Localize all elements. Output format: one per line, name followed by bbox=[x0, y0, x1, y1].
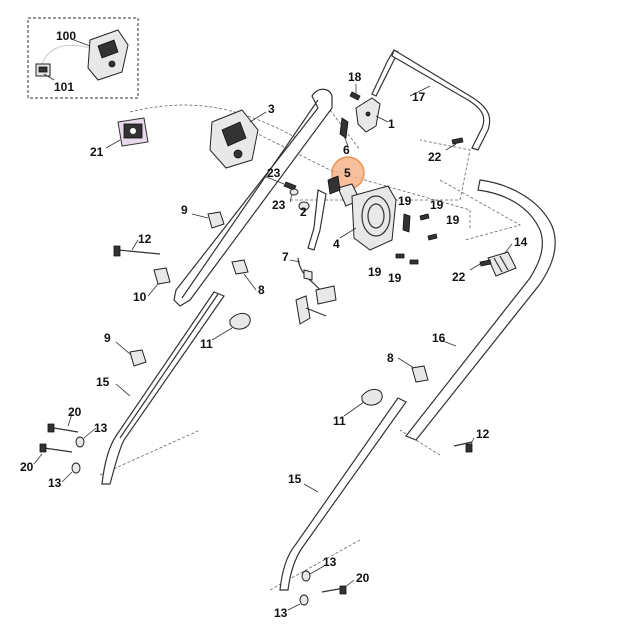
part-101-connector[interactable] bbox=[35, 63, 51, 77]
part-11-knob-lower[interactable] bbox=[361, 389, 383, 406]
label-8-upper: 8 bbox=[258, 283, 265, 297]
label-17: 17 bbox=[412, 90, 426, 104]
upper-left-handle[interactable] bbox=[173, 88, 333, 307]
label-15-right: 15 bbox=[288, 472, 302, 486]
label-10: 10 bbox=[133, 290, 147, 304]
label-20-left-lower: 20 bbox=[20, 460, 34, 474]
label-21: 21 bbox=[90, 145, 104, 159]
label-7: 7 bbox=[282, 250, 289, 264]
part-6-screw[interactable] bbox=[339, 117, 349, 139]
label-22-lower: 22 bbox=[452, 270, 466, 284]
part-15-lower-handle-left[interactable] bbox=[101, 291, 225, 485]
part-labels: 100 101 3 21 18 17 1 6 22 5 23 23 2 9 19… bbox=[20, 29, 528, 620]
label-13-left-upper: 13 bbox=[94, 421, 108, 435]
label-13-left-lower: 13 bbox=[48, 476, 62, 490]
part-20-bolt-right[interactable] bbox=[321, 585, 347, 595]
part-7-cable[interactable] bbox=[295, 257, 337, 325]
label-2: 2 bbox=[300, 205, 307, 219]
part-20-bolt-left-lower[interactable] bbox=[39, 443, 73, 453]
label-23-upper: 23 bbox=[267, 166, 281, 180]
label-12-left: 12 bbox=[138, 232, 152, 246]
label-11-upper: 11 bbox=[200, 337, 213, 351]
part-16-right-handle[interactable] bbox=[405, 179, 556, 441]
label-19-b: 19 bbox=[430, 198, 444, 212]
label-22-upper: 22 bbox=[428, 150, 442, 164]
label-14: 14 bbox=[514, 235, 528, 249]
assembly-boundaries bbox=[99, 104, 522, 591]
label-9-upper: 9 bbox=[181, 203, 188, 217]
label-19-a: 19 bbox=[398, 194, 412, 208]
part-100-control-unit[interactable] bbox=[87, 29, 129, 81]
part-9-clip-upper[interactable] bbox=[207, 211, 225, 229]
part-21-label-tag[interactable] bbox=[117, 117, 149, 147]
part-22-screw-upper[interactable] bbox=[451, 137, 464, 145]
part-8-clip-lower[interactable] bbox=[411, 365, 429, 383]
label-15-left: 15 bbox=[96, 375, 110, 389]
part-13-washer-left-lower[interactable] bbox=[71, 462, 81, 474]
part-12-bolt-right[interactable] bbox=[453, 441, 473, 453]
label-19-e: 19 bbox=[388, 271, 402, 285]
part-18-screw[interactable] bbox=[349, 91, 361, 101]
label-23-lower: 23 bbox=[272, 198, 286, 212]
label-16: 16 bbox=[432, 331, 446, 345]
label-101: 101 bbox=[54, 80, 74, 94]
part-10-clip[interactable] bbox=[153, 267, 171, 285]
part-23-screws[interactable] bbox=[283, 181, 299, 196]
inset-box bbox=[27, 17, 139, 99]
label-19-d: 19 bbox=[368, 265, 382, 279]
part-15-lower-handle-right[interactable] bbox=[279, 397, 407, 591]
part-8-clip-upper[interactable] bbox=[231, 259, 249, 275]
label-13-right-lower: 13 bbox=[274, 606, 288, 620]
label-5: 5 bbox=[344, 166, 351, 180]
part-13-washer-right-lower[interactable] bbox=[299, 594, 309, 606]
part-9-clip-lower[interactable] bbox=[129, 349, 147, 367]
label-20-right: 20 bbox=[356, 571, 370, 585]
part-19-screws[interactable] bbox=[395, 213, 438, 265]
part-2-lever[interactable] bbox=[298, 189, 327, 251]
label-11-lower: 11 bbox=[333, 414, 346, 428]
part-3-control-housing[interactable] bbox=[209, 109, 259, 169]
part-1-clip[interactable] bbox=[355, 97, 381, 133]
part-13-washer-right-upper[interactable] bbox=[301, 570, 311, 582]
label-3: 3 bbox=[268, 102, 275, 116]
label-9-lower: 9 bbox=[104, 331, 111, 345]
part-22-screw-lower[interactable] bbox=[479, 259, 492, 267]
label-100: 100 bbox=[56, 29, 76, 43]
label-8-lower: 8 bbox=[387, 351, 394, 365]
label-18: 18 bbox=[348, 70, 362, 84]
label-12-right: 12 bbox=[476, 427, 490, 441]
part-13-washer-left-upper[interactable] bbox=[75, 436, 85, 448]
part-12-bolt-left[interactable] bbox=[113, 245, 161, 257]
part-14-knob-right[interactable] bbox=[487, 251, 517, 277]
label-4: 4 bbox=[333, 237, 340, 251]
label-1: 1 bbox=[388, 117, 395, 131]
part-17-top-bar[interactable] bbox=[371, 49, 491, 151]
part-11-knob-upper[interactable] bbox=[229, 313, 251, 330]
label-6: 6 bbox=[343, 143, 350, 157]
label-19-c: 19 bbox=[446, 213, 460, 227]
label-20-left-upper: 20 bbox=[68, 405, 82, 419]
part-4-cover[interactable] bbox=[351, 185, 397, 251]
part-20-bolt-left-upper[interactable] bbox=[47, 423, 79, 433]
label-13-right-upper: 13 bbox=[323, 555, 337, 569]
